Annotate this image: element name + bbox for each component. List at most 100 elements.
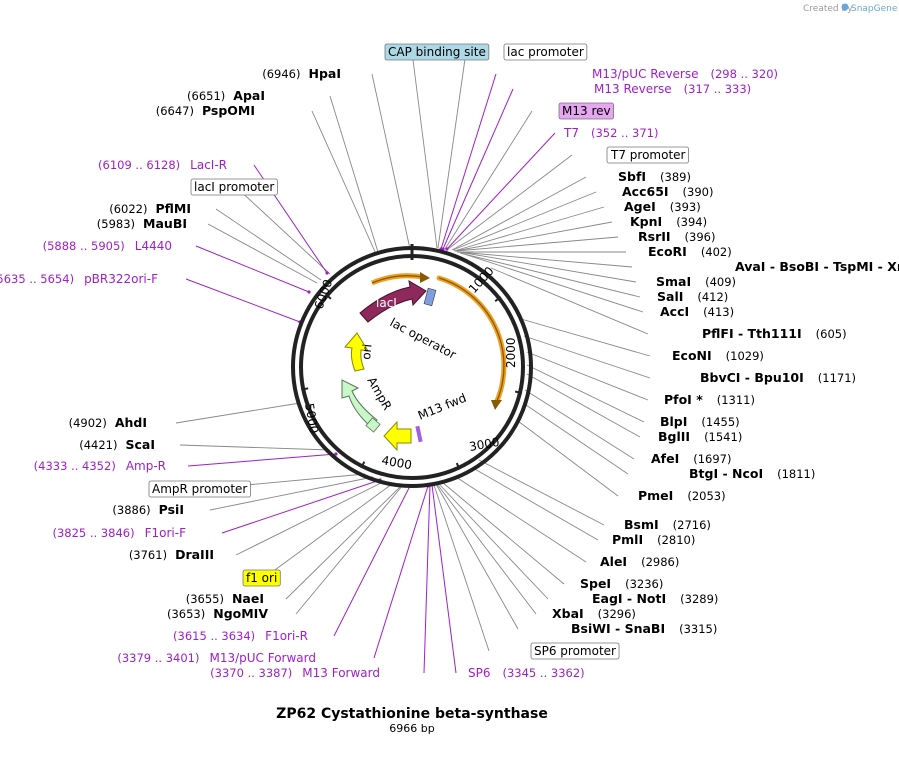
leader-sp6-promoter [433,484,490,652]
label-name: pBR322ori-F [84,272,158,286]
leader-amp-r [187,453,337,467]
label-name: F1ori-R [265,629,308,643]
label-position: (1029) [726,349,764,363]
plasmid-title: ZP62 Cystathionine beta-synthase [276,706,548,722]
tick-label-3000: 3000 [468,435,501,454]
map-label-pmei: PmeI(2053) [638,488,726,503]
label-position: (6651) [187,89,225,103]
label-name: M13 rev [562,104,611,118]
label-name: EcoNI [672,348,712,363]
leader-f1-ori [263,483,393,579]
leader-pmei [517,420,619,497]
label-position: (2986) [641,555,679,569]
label-position: (390) [683,185,714,199]
map-label-m13-puc-forward: (3379 .. 3401)M13/pUC Forward [117,651,316,665]
map-label-pspomi: (6647)PspOMI [156,103,255,118]
leader-lines [175,51,651,674]
label-name: PflMI [155,201,191,216]
label-name: BsiWI - SnaBI [571,621,665,636]
map-label-pbr322ori-f: (5635 .. 5654)pBR322ori-F [0,272,158,286]
label-position: (298 .. 320) [711,67,779,81]
label-name: HpaI [309,66,342,81]
map-label-afei: AfeI(1697) [651,451,732,466]
leader-laci-promoter [235,186,331,275]
leader-kpni [454,221,613,252]
label-position: (1311) [717,393,755,407]
map-label-pfoi: PfoI *(1311) [664,392,755,407]
orf-arc-lacI-arrowhead [420,272,430,283]
label-name: SpeI [580,576,611,591]
leader-sali [459,252,641,298]
map-label-m13-forward: (3370 .. 3387)M13 Forward [210,666,380,680]
label-position: (389) [660,170,691,184]
orf-arc-main-core [438,277,505,402]
leader-maubi [207,223,318,284]
label-name: BglII [658,429,690,444]
map-label-bsmi: BsmI(2716) [624,517,711,532]
map-label-alei: AleI(2986) [600,554,679,569]
leader-alei [455,476,587,563]
label-position: (6946) [262,67,300,81]
label-name: AmpR promoter [152,482,247,496]
label-name: KpnI [630,214,662,229]
map-label-m13-rev: M13 rev [562,104,611,118]
label-box-ampr-promoter [148,480,251,498]
leader-pspomi [311,110,377,255]
label-position: (1541) [704,430,742,444]
feature-AmpR: AmpR [341,375,394,433]
label-name: BtgI - NcoI [689,466,763,481]
label-name: PmlI [612,532,643,547]
leader-apai [329,95,379,253]
leader-t7 [446,132,556,250]
label-name: EcoRI [648,244,687,259]
label-position: (352 .. 371) [591,126,659,140]
label-position: (2810) [657,533,695,547]
label-position: (5888 .. 5905) [43,239,125,253]
label-name: lac promoter [507,45,584,59]
label-name: PflFI - Tth111I [702,326,802,341]
label-name: ScaI [126,437,156,452]
label-position: (3653) [167,607,205,621]
label-position: (396) [685,230,716,244]
map-label-m13-reverse: M13 Reverse(317 .. 333) [594,82,751,96]
label-position: (6109 .. 6128) [98,158,180,172]
label-name: PsiI [159,502,184,517]
map-label-t7-promoter: T7 promoter [610,148,686,162]
label-box-m13-rev [558,102,614,120]
map-label-bbvci-bpu10i: BbvCI - Bpu10I(1171) [700,370,856,385]
leader-pflfi-tth111i [490,267,649,335]
tick-mark-1000 [494,296,502,303]
label-name: Acc65I [622,184,669,199]
label-position: (1811) [777,467,815,481]
tick-label-2000: 2000 [504,337,518,368]
map-label-rsrii: RsrII(396) [638,229,715,244]
leader-bsmi [478,459,605,526]
map-label-f1-ori: f1 ori [246,571,277,585]
leader-sp6 [431,484,457,674]
map-label-hpai: (6946) HpaI [262,66,341,81]
leader-draiii [235,480,386,556]
label-name: SP6 promoter [534,644,616,658]
label-position: (605) [816,327,847,341]
tick-label-6000: 6000 [312,278,336,311]
leader-rsrii [455,236,619,252]
label-position: (412) [697,290,728,304]
map-label-scai: (4421)ScaI [79,437,155,452]
map-label-naei: (3655)NaeI [186,591,264,606]
label-name: AccI [660,304,689,319]
map-label-blpi: BlpI(1455) [660,414,740,429]
leader-spei [441,481,565,585]
leader-psii [209,476,374,511]
label-name: T7 promoter [610,148,686,162]
label-box-t7-promoter [606,146,689,164]
leader-m13-puc-forward [373,485,429,659]
label-box-cap-binding-site [384,43,490,61]
leader-m13-puc-reverse [440,73,497,250]
label-position: (3655) [186,592,224,606]
label-name: L4440 [135,239,172,253]
label-name: Amp-R [126,459,166,473]
label-position: (3825 .. 3846) [52,526,134,540]
label-name: DraIII [175,547,214,562]
leader-afei [524,389,635,460]
